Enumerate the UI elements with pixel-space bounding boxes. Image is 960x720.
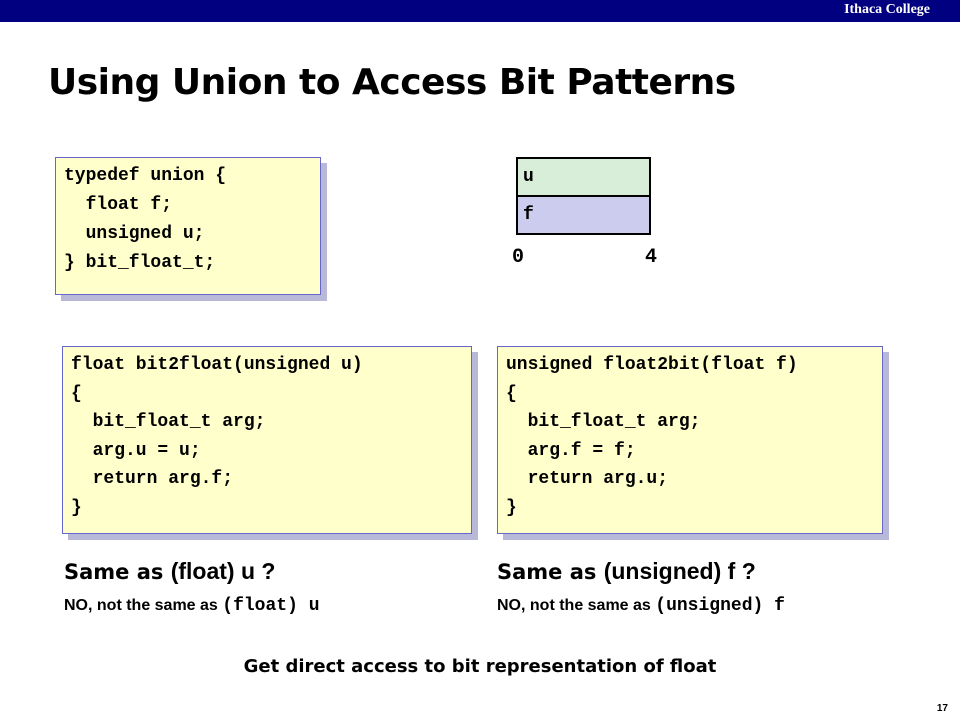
right-question-prefix: Same as xyxy=(497,560,597,584)
top-banner: Ithaca College xyxy=(0,0,960,22)
bit2float-code: float bit2float(unsigned u) { bit_float_… xyxy=(71,355,363,518)
left-question-prefix: Same as xyxy=(64,560,164,584)
byte-offset-start: 0 xyxy=(512,246,525,269)
memory-cell-f: f xyxy=(516,195,651,235)
byte-offset-end: 4 xyxy=(645,246,658,269)
float2bit-code: unsigned float2bit(float f) { bit_float_… xyxy=(506,355,798,518)
college-name: Ithaca College xyxy=(844,2,930,17)
right-question: Same as (unsigned) f ? xyxy=(497,558,756,585)
right-note-code: (unsigned) f xyxy=(655,596,785,616)
right-answer-note: NO, not the same as (unsigned) f xyxy=(497,596,785,616)
right-note-text: NO, not the same as xyxy=(497,597,651,614)
left-question: Same as (float) u ? xyxy=(64,558,275,585)
slide-title: Using Union to Access Bit Patterns xyxy=(48,62,736,103)
float2bit-code-box: unsigned float2bit(float f) { bit_float_… xyxy=(497,346,883,534)
slide-number: 17 xyxy=(936,703,948,714)
bit2float-code-box: float bit2float(unsigned u) { bit_float_… xyxy=(62,346,472,534)
left-note-text: NO, not the same as xyxy=(64,597,218,614)
footer-summary: Get direct access to bit representation … xyxy=(243,656,717,677)
memory-cell-u: u xyxy=(516,157,651,197)
right-question-cast: (unsigned) f ? xyxy=(603,558,756,584)
left-answer-note: NO, not the same as (float) u xyxy=(64,596,320,616)
left-note-code: (float) u xyxy=(222,596,320,616)
typedef-code: typedef union { float f; unsigned u; } b… xyxy=(64,166,227,273)
typedef-code-box: typedef union { float f; unsigned u; } b… xyxy=(55,157,321,295)
left-question-cast: (float) u ? xyxy=(170,558,276,584)
